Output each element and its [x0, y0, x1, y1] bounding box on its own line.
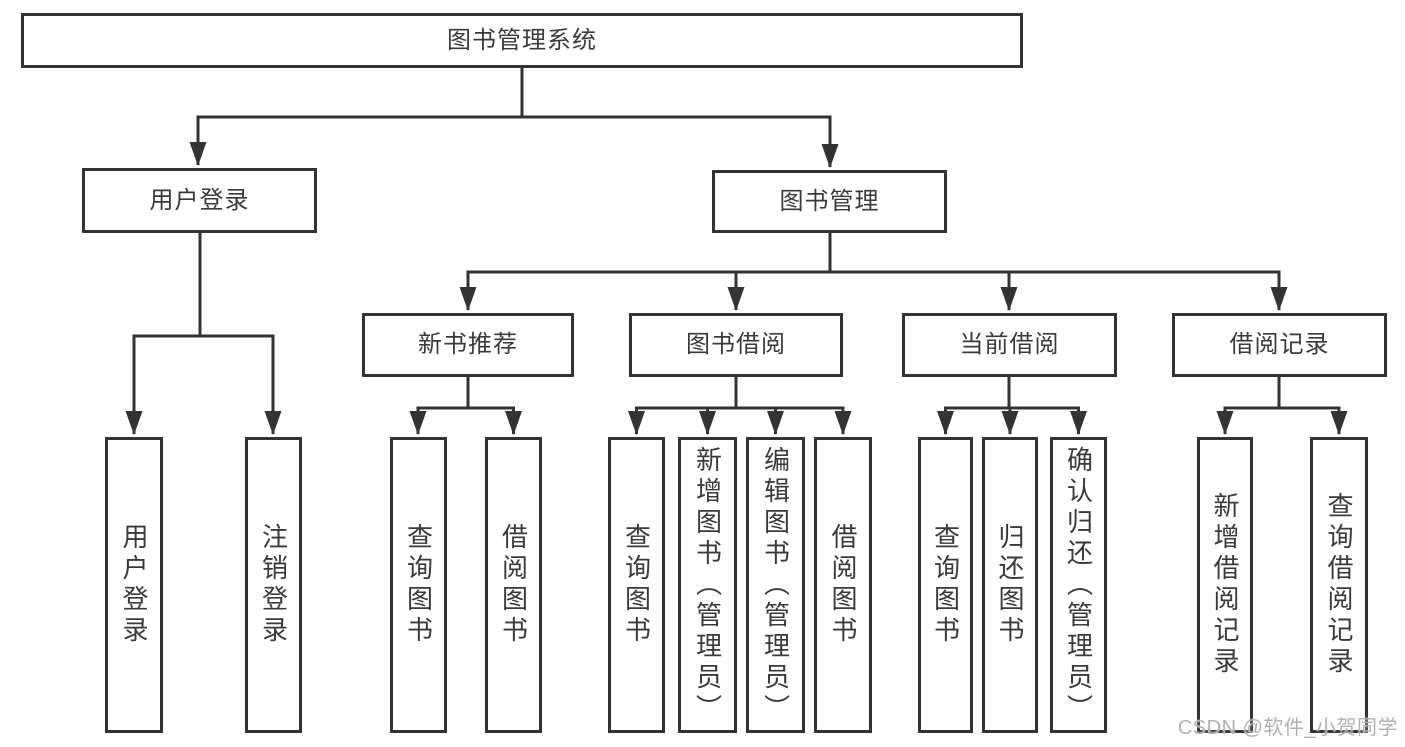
- node-root: 图书管理系统: [21, 13, 1023, 68]
- leaf-newrec-borrow-book: 借阅图书: [485, 437, 542, 733]
- leaf-newrec-query-book: 查询图书: [390, 437, 447, 733]
- leaf-borrow-book: 借阅图书: [814, 437, 872, 733]
- connector-book-mgmt-groups: [459, 233, 1288, 311]
- leaf-user-login: 用户登录: [105, 437, 163, 733]
- node-user-login: 用户登录: [82, 168, 317, 233]
- connector-user-login-children: [125, 233, 282, 435]
- leaf-query-borrow-record: 查询借阅记录: [1310, 437, 1368, 733]
- node-book-borrow: 图书借阅: [629, 313, 843, 377]
- connector-current-borrow-children: [937, 377, 1087, 435]
- leaf-confirm-return-admin: 确认归还（管理员）: [1050, 437, 1107, 733]
- connector-borrow-records-children: [1216, 377, 1348, 435]
- leaf-edit-book-admin: 编辑图书（管理员）: [746, 437, 805, 733]
- node-borrow-records: 借阅记录: [1172, 313, 1387, 377]
- leaf-current-query-book: 查询图书: [918, 437, 973, 733]
- connector-book-borrow-children: [628, 377, 852, 435]
- connector-new-book-children: [409, 377, 522, 435]
- node-new-book-recommend: 新书推荐: [362, 313, 574, 377]
- node-book-management: 图书管理: [712, 170, 947, 233]
- leaf-logout: 注销登录: [245, 437, 302, 733]
- leaf-add-borrow-record: 新增借阅记录: [1197, 437, 1253, 733]
- node-current-borrow: 当前借阅: [902, 313, 1117, 377]
- leaf-add-book-admin: 新增图书（管理员）: [678, 437, 737, 733]
- leaf-borrow-query-book: 查询图书: [608, 437, 665, 733]
- connector-root-to-level2: [189, 68, 839, 168]
- leaf-return-book: 归还图书: [982, 437, 1038, 733]
- csdn-watermark: CSDN @软件_小贺同学: [1177, 717, 1398, 739]
